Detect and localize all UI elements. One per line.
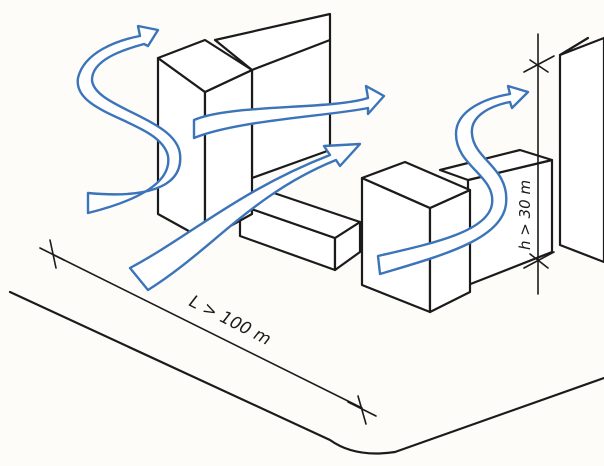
wind-arrow-diagonal [128,142,362,292]
wind-arrow-top-left [76,24,182,215]
wind-arrow-over-tower [192,84,386,140]
height-label: h > 30 m [516,180,534,250]
length-label: L > 100 m [186,292,274,350]
wind-arrow-right-swirl [376,84,530,276]
building-right-tall [558,36,604,264]
street-curb-line [8,290,604,455]
height-dimension: h > 30 m [516,33,555,295]
